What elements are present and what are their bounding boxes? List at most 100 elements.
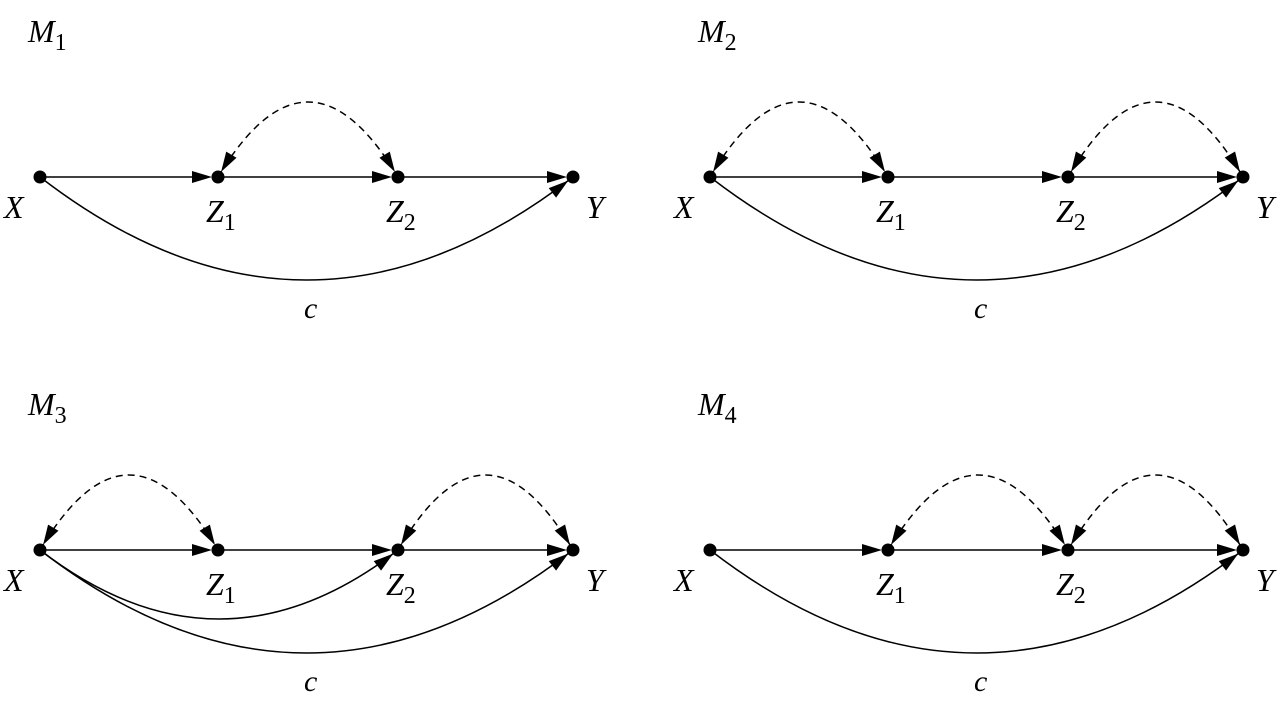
arrowhead bbox=[1224, 524, 1240, 545]
arrowhead bbox=[1042, 544, 1062, 556]
node-Z2 bbox=[391, 543, 405, 557]
arrowhead bbox=[891, 524, 907, 545]
edge-X-Z1-bidirected bbox=[709, 101, 889, 178]
node-label-Y: Y bbox=[1256, 189, 1277, 225]
arrowhead bbox=[401, 524, 417, 545]
edge-label-c: c bbox=[304, 665, 317, 698]
edge-X-Z1-directed bbox=[710, 544, 882, 556]
node-label-X-base: X bbox=[2, 562, 25, 598]
node-label-Y-base: Y bbox=[1256, 562, 1277, 598]
node-label-Z2-base: Z bbox=[1056, 193, 1075, 229]
edge-Z2-Y-directed bbox=[1068, 171, 1237, 183]
edge-label-c: c bbox=[974, 292, 987, 325]
node-label-Z1: Z1 bbox=[876, 566, 906, 609]
arrowhead bbox=[1218, 180, 1239, 198]
node-label-Z2-subscript: 2 bbox=[1074, 210, 1086, 236]
edge-Z2-Y-bidirected bbox=[1067, 474, 1244, 551]
arrowhead bbox=[379, 151, 395, 172]
node-label-Z1-subscript: 1 bbox=[894, 583, 906, 609]
arrowhead bbox=[862, 544, 882, 556]
edge-Z1-Z2-directed bbox=[888, 544, 1062, 556]
model-title-base: M bbox=[697, 386, 727, 422]
node-label-Y: Y bbox=[586, 189, 607, 225]
arrowhead bbox=[713, 151, 729, 172]
node-label-Y-base: Y bbox=[586, 189, 607, 225]
arrowhead bbox=[192, 171, 212, 183]
edge-label-c: c bbox=[974, 665, 987, 698]
node-label-Y: Y bbox=[1256, 562, 1277, 598]
node-label-Z2-base: Z bbox=[386, 193, 405, 229]
node-label-X-base: X bbox=[2, 189, 25, 225]
model-title: M4 bbox=[697, 386, 737, 429]
arrowhead bbox=[869, 151, 885, 172]
edge-Z1-Z2-bidirected bbox=[887, 474, 1069, 551]
node-label-Y: Y bbox=[586, 562, 607, 598]
edge-X-Y-directed bbox=[709, 549, 1244, 654]
arrowhead bbox=[1042, 171, 1062, 183]
node-Y bbox=[566, 543, 580, 557]
node-Z1 bbox=[211, 543, 225, 557]
node-label-Z1-subscript: 1 bbox=[224, 210, 236, 236]
edge-Z1-Z2-directed bbox=[888, 171, 1062, 183]
node-label-Y-base: Y bbox=[586, 562, 607, 598]
model-title-base: M bbox=[27, 13, 57, 49]
arrowhead bbox=[192, 544, 212, 556]
node-label-X-base: X bbox=[672, 189, 695, 225]
arrowhead bbox=[1071, 151, 1087, 172]
arrowhead bbox=[548, 180, 569, 198]
node-label-Z2-subscript: 2 bbox=[404, 583, 416, 609]
arrowhead bbox=[1071, 524, 1087, 545]
arrowhead bbox=[221, 151, 237, 172]
node-Z1 bbox=[881, 170, 895, 184]
edge-label-c: c bbox=[304, 292, 317, 325]
edge-X-Z1-directed bbox=[40, 544, 212, 556]
node-X bbox=[703, 543, 717, 557]
edge-Z1-Z2-bidirected bbox=[217, 101, 399, 178]
arrowhead bbox=[1217, 171, 1237, 183]
arrowhead bbox=[547, 544, 567, 556]
node-Z2 bbox=[1061, 543, 1075, 557]
node-label-Z1: Z1 bbox=[206, 566, 236, 609]
edge-X-Z1-bidirected bbox=[39, 474, 219, 551]
arrowhead bbox=[1224, 151, 1240, 172]
node-Z2 bbox=[1061, 170, 1075, 184]
edge-Z1-Z2-directed bbox=[218, 544, 392, 556]
model-title: M2 bbox=[697, 13, 737, 56]
edge-X-Y-directed bbox=[709, 176, 1244, 281]
node-label-Z2: Z2 bbox=[1056, 193, 1086, 236]
edge-Z2-Y-directed bbox=[398, 544, 567, 556]
node-label-X: X bbox=[2, 562, 25, 598]
node-label-Z1-subscript: 1 bbox=[224, 583, 236, 609]
node-label-X: X bbox=[672, 189, 695, 225]
node-label-X-base: X bbox=[672, 562, 695, 598]
edge-Z2-Y-directed bbox=[1068, 544, 1237, 556]
model-title-subscript: 4 bbox=[725, 403, 737, 429]
model-title-base: M bbox=[27, 386, 57, 422]
model-title: M3 bbox=[27, 386, 67, 429]
edge-X-Y-directed bbox=[39, 176, 574, 281]
arrowhead bbox=[373, 553, 394, 571]
edge-Z2-Y-directed bbox=[398, 171, 567, 183]
node-X bbox=[703, 170, 717, 184]
node-X bbox=[33, 170, 47, 184]
node-label-Z2-base: Z bbox=[386, 566, 405, 602]
node-Z1 bbox=[211, 170, 225, 184]
node-Y bbox=[1236, 170, 1250, 184]
node-label-Z2: Z2 bbox=[386, 193, 416, 236]
model-title-base: M bbox=[697, 13, 727, 49]
arrowhead bbox=[372, 544, 392, 556]
edge-X-Z1-directed bbox=[40, 171, 212, 183]
arrowhead bbox=[548, 553, 569, 571]
node-label-Z1-subscript: 1 bbox=[894, 210, 906, 236]
node-label-Z2: Z2 bbox=[386, 566, 416, 609]
node-X bbox=[33, 543, 47, 557]
edge-Z1-Z2-directed bbox=[218, 171, 392, 183]
arrowhead bbox=[199, 524, 215, 545]
node-Y bbox=[1236, 543, 1250, 557]
arrowhead bbox=[1217, 544, 1237, 556]
